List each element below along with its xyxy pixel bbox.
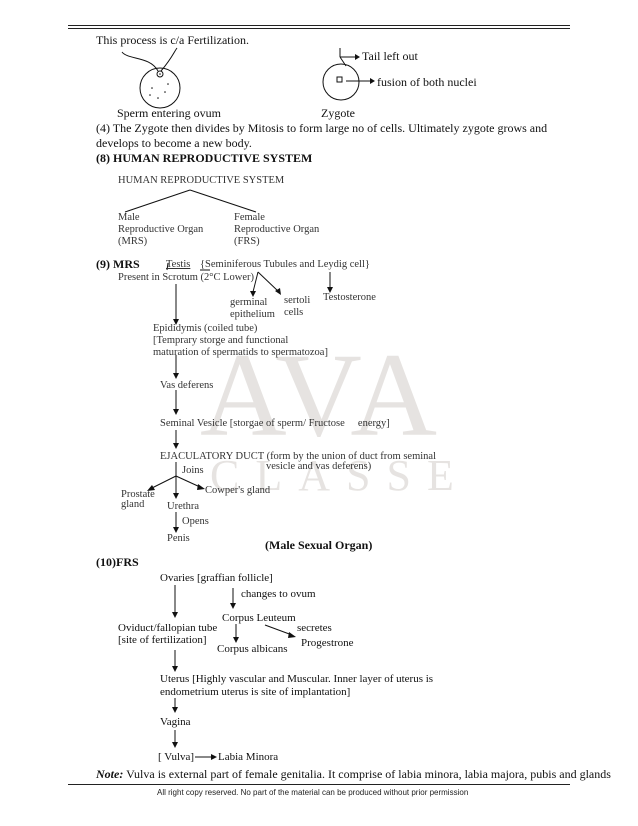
germinal-2: epithelium — [230, 309, 275, 320]
tail-label: Tail left out — [362, 49, 418, 63]
epididymis-1: Epididymis (coiled tube) — [153, 323, 258, 334]
female-line-3: (FRS) — [234, 236, 260, 247]
testosterone-label: Testosterone — [323, 292, 376, 303]
ovaries-label: Ovaries [graffian follicle] — [160, 572, 273, 584]
penis-label: Penis — [167, 533, 190, 544]
male-line-3: (MRS) — [118, 236, 148, 247]
section-9-heading: (9) MRS — [96, 257, 140, 271]
sertoli-2: cells — [284, 307, 304, 318]
sertoli-1: sertoli — [284, 295, 311, 306]
ejaculatory-duct: EJACULATORY DUCT (form by the union of d… — [160, 451, 436, 462]
note-label: Note: — [96, 767, 124, 781]
nuclei-label: fusion of both nuclei — [377, 75, 477, 89]
note: Note: Vulva is external part of female g… — [96, 767, 611, 782]
opens-label: Opens — [182, 516, 209, 527]
corpus-albicans: Corpus albicans — [217, 643, 288, 655]
oviduct-1: Oviduct/fallopian tube — [118, 622, 218, 634]
female-line-2: Reproductive Organ — [234, 224, 320, 235]
epididymis-2: [Temprary storge and functional — [153, 335, 289, 346]
scrotum-label: Present in Scrotum (2°C Lower) — [118, 272, 255, 283]
top-rule — [68, 25, 570, 26]
prostate-2: gland — [121, 499, 145, 510]
progestrone-label: Progestrone — [301, 637, 354, 649]
ovum-nucleus — [156, 70, 164, 78]
testis-label: Testis — [166, 259, 191, 270]
footer-text: All right copy reserved. No part of the … — [157, 788, 469, 797]
section-10-heading: (10)FRS — [96, 555, 139, 569]
corpus-luteum: Corpus Leuteum — [222, 612, 296, 624]
vas-deferens: Vas deferens — [160, 380, 214, 391]
cowper-gland: Cowper's gland — [205, 485, 271, 496]
oviduct-2: [site of fertilization] — [118, 634, 207, 646]
sperm-caption: Sperm entering ovum — [117, 106, 221, 120]
intro-text: This process is c/a Fertilization. — [96, 33, 249, 47]
secretes-label: secretes — [297, 622, 332, 634]
note-text: Vulva is external part of female genital… — [123, 767, 611, 781]
paragraph-4: (4) The Zygote then divides by Mitosis t… — [96, 121, 548, 150]
vulva-label: [ Vulva] — [158, 751, 195, 763]
germinal-1: germinal — [230, 297, 268, 308]
watermark: AVA CLASSES — [200, 330, 470, 500]
male-organ-label: (Male Sexual Organ) — [265, 538, 373, 552]
male-line-1: Male — [118, 212, 140, 223]
sperm-tail — [121, 51, 159, 72]
watermark-ava: AVA — [200, 330, 441, 461]
prostate-1: Prostate — [121, 489, 155, 500]
ovum-circle — [139, 67, 181, 109]
urethra-label: Urethra — [167, 501, 200, 512]
seminal-vesicle: Seminal Vesicle [storgae of sperm/ Fruct… — [160, 418, 390, 429]
ejaculatory-duct-2: vesicle and vas deferens) — [266, 461, 372, 472]
zygote-caption: Zygote — [321, 106, 355, 120]
epididymis-3: maturation of spermatids to spermatozoa] — [153, 347, 328, 358]
changes-label: changes to ovum — [241, 588, 316, 600]
section-8-heading: (8) HUMAN REPRODUCTIVE SYSTEM — [96, 151, 313, 165]
zygote-circle — [322, 63, 360, 101]
watermark-classes: CLASSES — [210, 451, 470, 500]
female-line-1: Female — [234, 212, 265, 223]
footer-rule — [68, 784, 570, 785]
uterus-1: Uterus [Highly vascular and Muscular. In… — [160, 673, 434, 685]
top-rule-2 — [68, 28, 570, 29]
male-line-2: Reproductive Organ — [118, 224, 204, 235]
hrs-root: HUMAN REPRODUCTIVE SYSTEM — [118, 175, 285, 186]
uterus-2: endometrium uterus is site of implantati… — [160, 686, 351, 698]
labia-minora: Labia Minora — [218, 751, 279, 763]
vagina-label: Vagina — [160, 716, 191, 728]
joins-label: Joins — [182, 465, 204, 476]
testis-desc: {Seminiferous Tubules and Leydig cell} — [200, 259, 370, 270]
